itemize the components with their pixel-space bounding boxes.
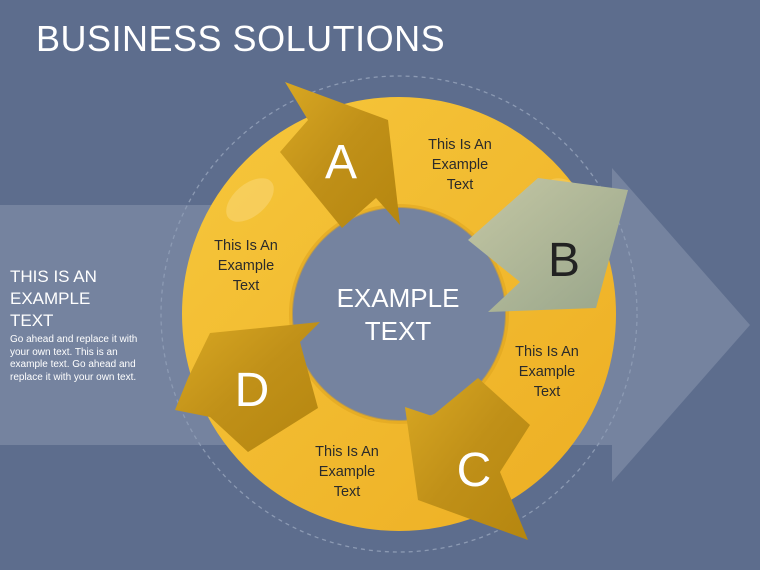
segment-text-b: This Is An Example Text (497, 342, 597, 402)
segment-text-line: Example (318, 464, 376, 480)
side-body-line: replace it with your own text. (10, 371, 137, 383)
segment-text-line: Text (333, 484, 361, 500)
side-heading-line: TEXT (10, 311, 54, 330)
segment-letter-d: D (235, 364, 270, 417)
segment-text-line: This Is An (428, 137, 492, 153)
segment-letter-a: A (325, 136, 357, 189)
arrow-c (405, 378, 530, 540)
side-heading-line: THIS IS AN (10, 267, 97, 286)
segment-text-line: Text (232, 278, 260, 294)
cycle-ring (182, 97, 616, 531)
segment-text-d: This Is An Example Text (196, 236, 296, 296)
side-body-line: your own text. This is an (10, 346, 118, 358)
side-body-line: Go ahead and replace it with (10, 334, 138, 345)
side-heading-line: EXAMPLE (10, 289, 91, 308)
segment-text-line: Example (217, 258, 275, 274)
arrow-a (280, 82, 400, 228)
dashed-orbit (160, 75, 638, 553)
arrow-d (175, 322, 320, 452)
side-body-line: example text. Go ahead and (10, 359, 136, 370)
side-body-text: Go ahead and replace it with your own te… (10, 334, 160, 384)
center-label-line: EXAMPLE (336, 283, 460, 313)
ring-highlight (226, 178, 274, 222)
ring-inner-edge (289, 204, 509, 424)
segment-text-line: Text (446, 177, 474, 193)
segment-text-line: Text (533, 384, 561, 400)
segment-text-line: Example (518, 364, 576, 380)
side-heading: THIS IS AN EXAMPLE TEXT (10, 266, 160, 332)
segment-text-line: This Is An (315, 444, 379, 460)
segment-text-line: This Is An (515, 344, 579, 360)
center-label: EXAMPLE TEXT (318, 282, 478, 348)
slide-title: BUSINESS SOLUTIONS (36, 18, 446, 59)
segment-letter-b: B (548, 234, 580, 287)
segment-text-line: This Is An (214, 238, 278, 254)
segment-text-c: This Is An Example Text (297, 442, 397, 502)
segment-text-a: This Is An Example Text (410, 135, 510, 195)
segment-text-line: Example (431, 157, 489, 173)
segment-letter-c: C (457, 444, 492, 497)
arrow-b (468, 178, 628, 312)
center-label-line: TEXT (364, 316, 432, 346)
